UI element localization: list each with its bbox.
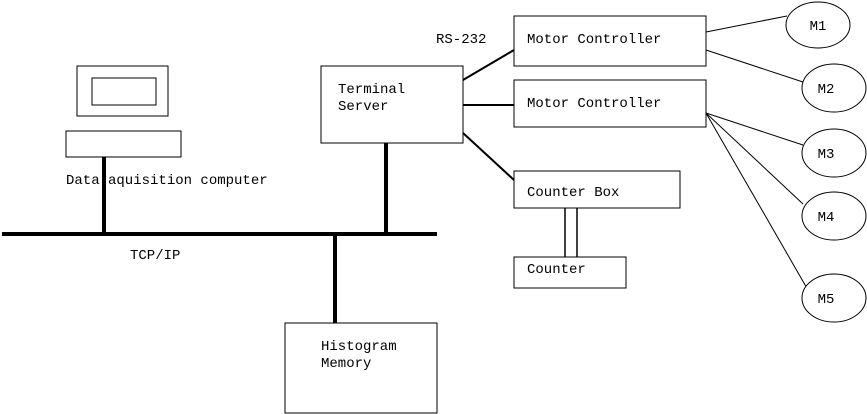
histogram-memory: Histogram Memory <box>284 322 438 414</box>
terminal-server-box <box>320 65 464 144</box>
monitor-screen <box>91 77 157 106</box>
counter-box-rect <box>513 170 681 209</box>
motor-m1: M1 <box>785 1 851 49</box>
motor-m4-ellipse <box>801 191 867 241</box>
motor-m4-label: M4 <box>818 210 835 226</box>
terminal-server-label-line2: Server <box>338 99 388 115</box>
counter-box-label: Counter Box <box>527 185 619 201</box>
motor-controller-2-box <box>513 79 707 128</box>
link-counter-box <box>462 132 515 181</box>
histogram-memory-box <box>284 322 438 414</box>
motor-controller-2-label: Motor Controller <box>527 96 661 112</box>
motor-controller-1-box <box>513 15 707 67</box>
histogram-memory-label-line1: Histogram <box>321 339 397 355</box>
counter-box: Counter Box <box>513 170 681 209</box>
rs232-label: RS-232 <box>436 32 486 48</box>
motor-m3: M3 <box>801 128 867 178</box>
motor-controller-2: Motor Controller <box>513 79 707 128</box>
motor-m2-ellipse <box>801 63 867 113</box>
counter-label: Counter <box>527 262 586 278</box>
link-m1 <box>705 15 788 33</box>
rs232-links: RS-232 <box>436 32 515 181</box>
link-m2 <box>705 49 804 83</box>
link-m3 <box>705 112 804 146</box>
link-m5 <box>705 112 809 291</box>
motor-m1-label: M1 <box>810 19 827 35</box>
motor-m5: M5 <box>801 273 867 323</box>
histogram-memory-label-line2: Memory <box>321 356 371 372</box>
counter-link <box>564 208 578 257</box>
computer-base <box>65 130 182 158</box>
motor-m1-ellipse <box>785 1 851 49</box>
counter-rect <box>513 256 627 289</box>
motor-controller-1: Motor Controller <box>513 15 707 67</box>
motor-controller-1-label: Motor Controller <box>527 32 661 48</box>
link-motor-controller-1 <box>462 49 515 81</box>
terminal-server-label-line1: Terminal <box>338 82 405 98</box>
motor-m5-ellipse <box>801 273 867 323</box>
daq-computer-label: Data aquisition computer <box>66 173 268 189</box>
motor-m4: M4 <box>801 191 867 241</box>
link-m4 <box>705 112 804 205</box>
motor-m2: M2 <box>801 63 867 113</box>
motor-m2-label: M2 <box>818 82 835 98</box>
motor-links <box>705 15 809 291</box>
tcpip-bus: TCP/IP <box>2 143 437 323</box>
counter: Counter <box>513 256 627 289</box>
motor-m5-label: M5 <box>818 292 835 308</box>
motor-m3-ellipse <box>801 128 867 178</box>
terminal-server: Terminal Server <box>320 65 464 144</box>
motor-m3-label: M3 <box>818 147 835 163</box>
data-acquisition-computer: Data aquisition computer <box>65 65 268 189</box>
tcpip-label: TCP/IP <box>130 248 180 264</box>
